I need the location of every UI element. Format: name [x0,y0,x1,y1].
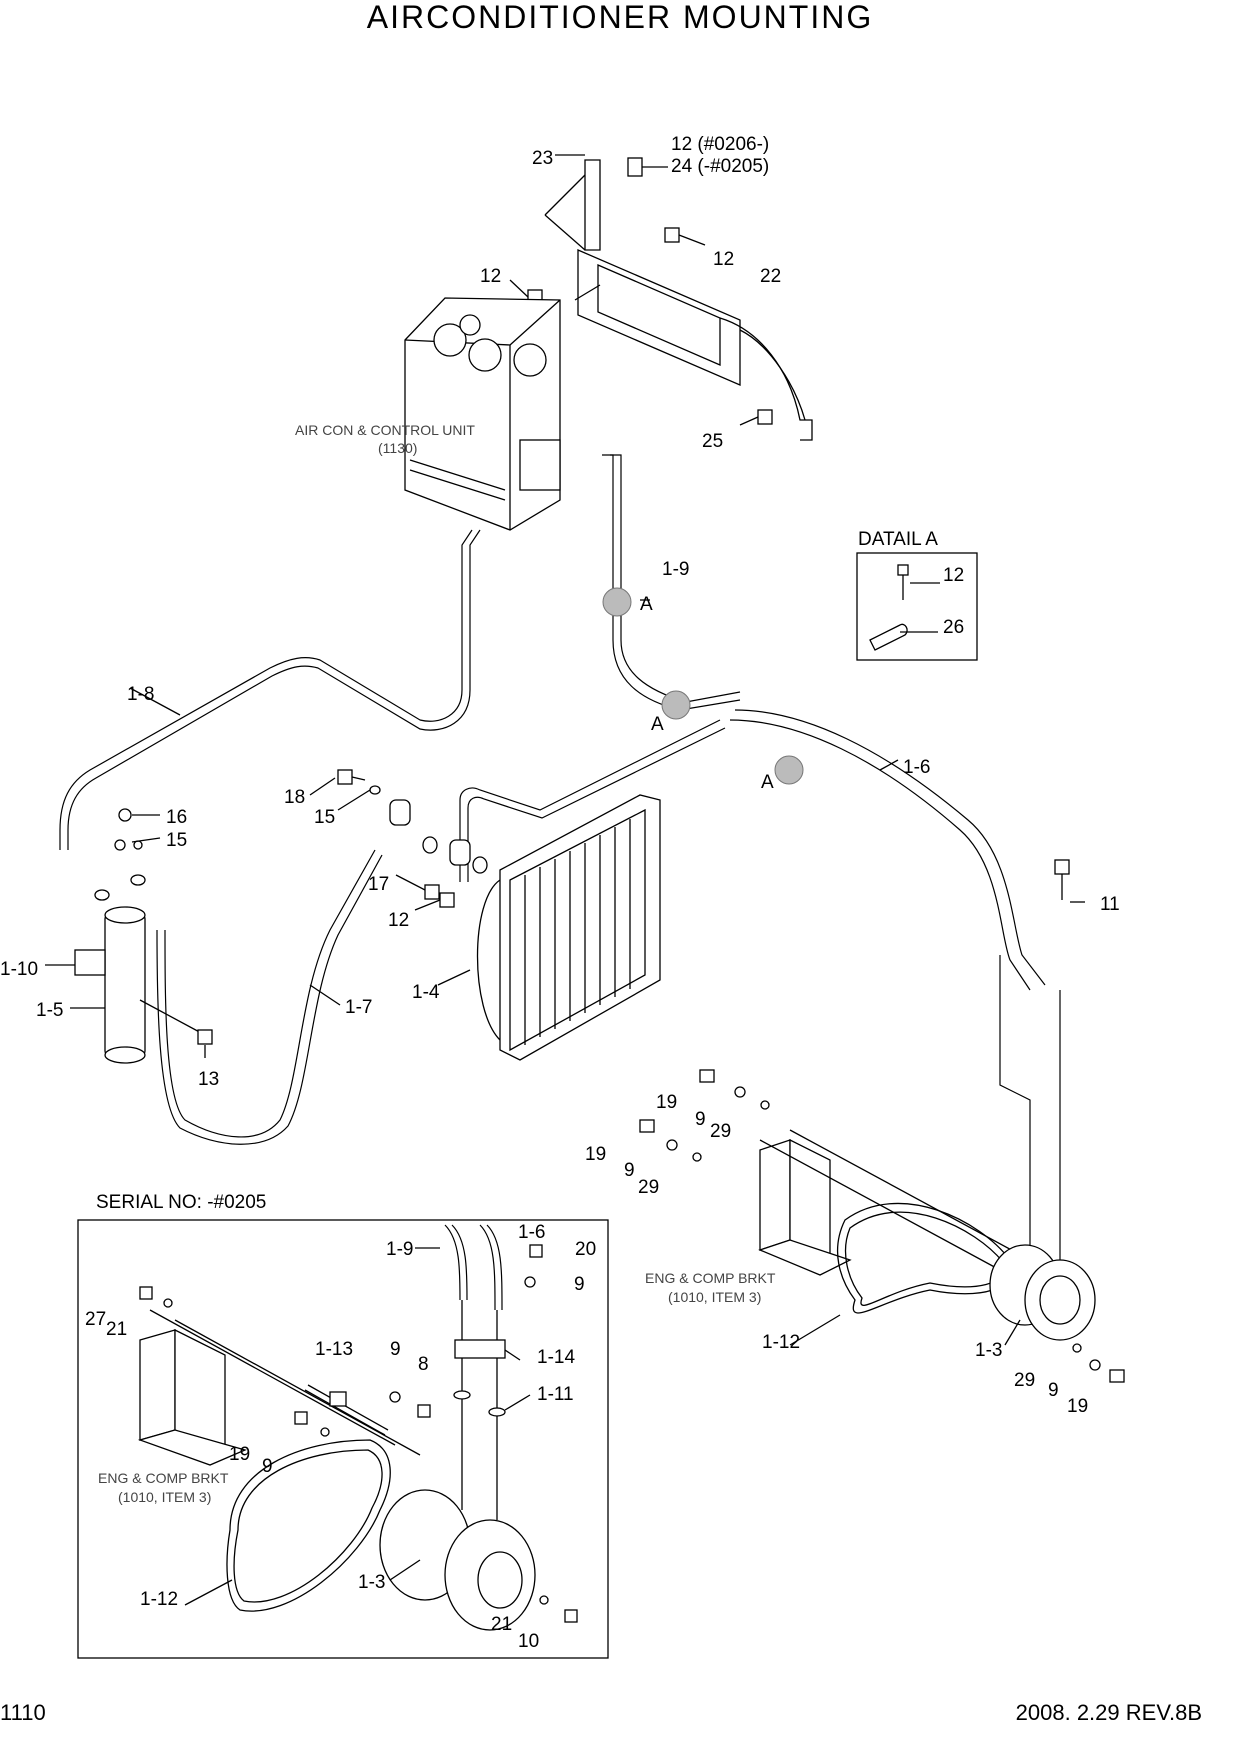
serial-callout-1-14: 1-14 [537,1347,575,1368]
callout-1-3: 1-3 [975,1340,1002,1361]
callout-1-10: 1-10 [0,959,38,980]
serial-box-title: SERIAL NO: -#0205 [96,1192,266,1213]
detail-a-markers [602,587,804,785]
hardware-drier [94,808,146,901]
callout-12-0206: 12 (#0206-) [671,134,769,155]
callout-1-4: 1-4 [412,982,440,1003]
pipe-1-9 [602,454,741,711]
callout-29-c: 29 [1014,1370,1035,1391]
pipe-1-6-lower [999,955,1061,1260]
belt-right [837,1202,1013,1314]
callout-23: 23 [532,148,553,169]
callout-12-b: 12 [713,249,734,270]
receiver-drier [74,906,206,1064]
detail-marker-1: A [640,594,653,615]
callout-1-7: 1-7 [345,997,372,1018]
detail-callout-12: 12 [943,565,964,586]
brkt-label-right-line2: (1010, ITEM 3) [668,1289,761,1305]
callout-1-12: 1-12 [762,1332,800,1353]
pipe-1-6 [729,709,1046,991]
mounting-bracket [544,159,813,441]
callout-9-c: 9 [1048,1380,1059,1401]
serial-callout-9-b: 9 [390,1339,401,1360]
callout-11: 11 [1100,894,1120,915]
brkt-label-serial-line1: ENG & COMP BRKT [98,1470,229,1486]
callout-12-c: 12 [480,266,501,287]
unit-label-line2: (1130) [378,440,417,456]
serial-callout-1-3: 1-3 [358,1572,385,1593]
pipe-condenser [459,719,726,882]
hardware-right [639,1069,1125,1383]
callout-19-a: 19 [656,1092,677,1113]
compressor-right [989,1244,1096,1341]
serial-callout-21-b: 21 [491,1614,512,1635]
detail-callout-26: 26 [943,617,964,638]
callout-15-b: 15 [314,807,335,828]
callout-1-5: 1-5 [36,1000,63,1021]
callout-22: 22 [760,266,781,287]
callout-29-a: 29 [710,1121,731,1142]
serial-callout-1-6: 1-6 [518,1222,545,1243]
callout-1-9: 1-9 [662,559,689,580]
leader-lines [45,154,1085,1606]
unit-label-line1: AIR CON & CONTROL UNIT [295,422,475,438]
callout-1-8: 1-8 [127,684,154,705]
callout-29-b: 29 [638,1177,659,1198]
detail-a-box [856,552,978,661]
serial-callout-9-c: 9 [262,1456,273,1477]
serial-callout-8: 8 [418,1354,429,1375]
serial-callout-19: 19 [229,1444,250,1465]
serial-callout-1-12: 1-12 [140,1589,178,1610]
pipe-1-7 [156,849,383,1145]
pipe-1-8 [59,529,481,850]
serial-box [77,1219,609,1659]
callout-1-6: 1-6 [903,757,930,778]
callout-19-c: 19 [1067,1396,1088,1417]
callout-25: 25 [702,431,723,452]
callout-13: 13 [198,1069,219,1090]
serial-callout-1-11: 1-11 [537,1384,574,1405]
brkt-label-right-line1: ENG & COMP BRKT [645,1270,776,1286]
date-revision: 2008. 2.29 REV.8B [1015,1700,1202,1725]
hardware-center [197,769,1070,1045]
serial-callout-9-a: 9 [574,1274,585,1295]
callout-24-0205: 24 (-#0205) [671,156,769,177]
detail-marker-2: A [651,714,664,735]
eng-comp-bracket-right [758,1129,1031,1276]
serial-callout-1-13: 1-13 [315,1339,353,1360]
detail-marker-3: A [761,772,774,793]
callout-16: 16 [166,807,187,828]
callout-9-a: 9 [695,1109,706,1130]
page-number: 1110 [0,1700,46,1725]
serial-callout-20: 20 [575,1239,596,1260]
callout-15-a: 15 [166,830,187,851]
callout-12-d: 12 [388,910,409,931]
serial-callout-10: 10 [518,1631,539,1652]
callout-9-b: 9 [624,1160,635,1181]
callout-labels: 23 12 (#0206-) 24 (-#0205) 12 22 12 25 A… [0,134,1120,1652]
page-title: AIRCONDITIONER MOUNTING [366,0,874,35]
air-con-control-unit [404,297,561,531]
brkt-label-serial-line2: (1010, ITEM 3) [118,1489,211,1505]
callout-19-b: 19 [585,1144,606,1165]
serial-callout-21: 21 [106,1319,127,1340]
serial-callout-1-9: 1-9 [386,1239,413,1260]
detail-box-title: DATAIL A [858,529,938,550]
callout-18: 18 [284,787,305,808]
callout-17: 17 [368,874,389,895]
condenser [476,794,661,1061]
serial-callout-27: 27 [85,1309,106,1330]
